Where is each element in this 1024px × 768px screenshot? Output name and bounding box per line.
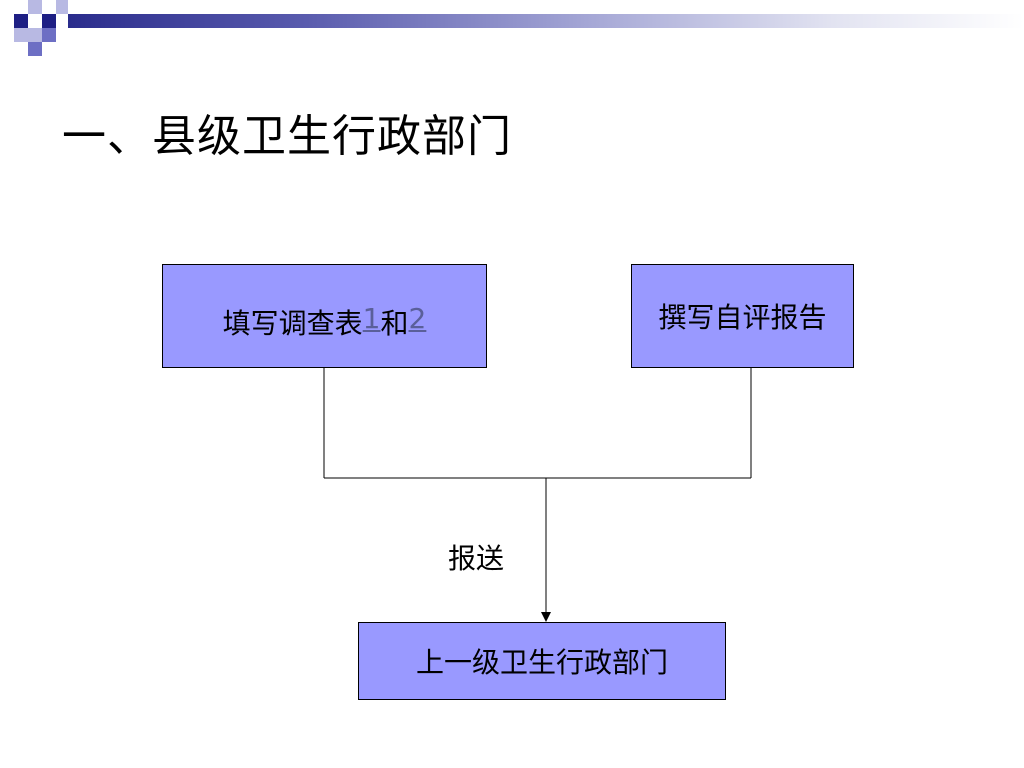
header-square-light [28, 28, 42, 42]
header-square-light [56, 0, 68, 14]
table-1-link[interactable]: 1 [362, 302, 381, 335]
header-gradient-bar [68, 14, 1024, 28]
header-square-navy [14, 14, 28, 28]
node-self-report-label: 撰写自评报告 [658, 301, 827, 334]
table-2-link[interactable]: 2 [408, 302, 427, 335]
header-square-mid [42, 28, 56, 42]
edge-label-submit: 报送 [448, 542, 505, 575]
header-square-light [14, 28, 28, 42]
header-square-light [28, 0, 42, 14]
header-square-navy [42, 14, 56, 28]
node-upper-dept-label: 上一级卫生行政部门 [415, 646, 668, 679]
node-upper-health-dept: 上一级卫生行政部门 [358, 622, 726, 700]
header-square-mid [28, 42, 42, 56]
node-self-assessment-report: 撰写自评报告 [631, 264, 854, 368]
node-fill-middle: 和 [380, 307, 409, 340]
slide-title: 一、县级卫生行政部门 [62, 111, 512, 162]
node-fill-prefix: 填写调查表 [222, 307, 363, 340]
arrowhead-icon [541, 612, 551, 622]
